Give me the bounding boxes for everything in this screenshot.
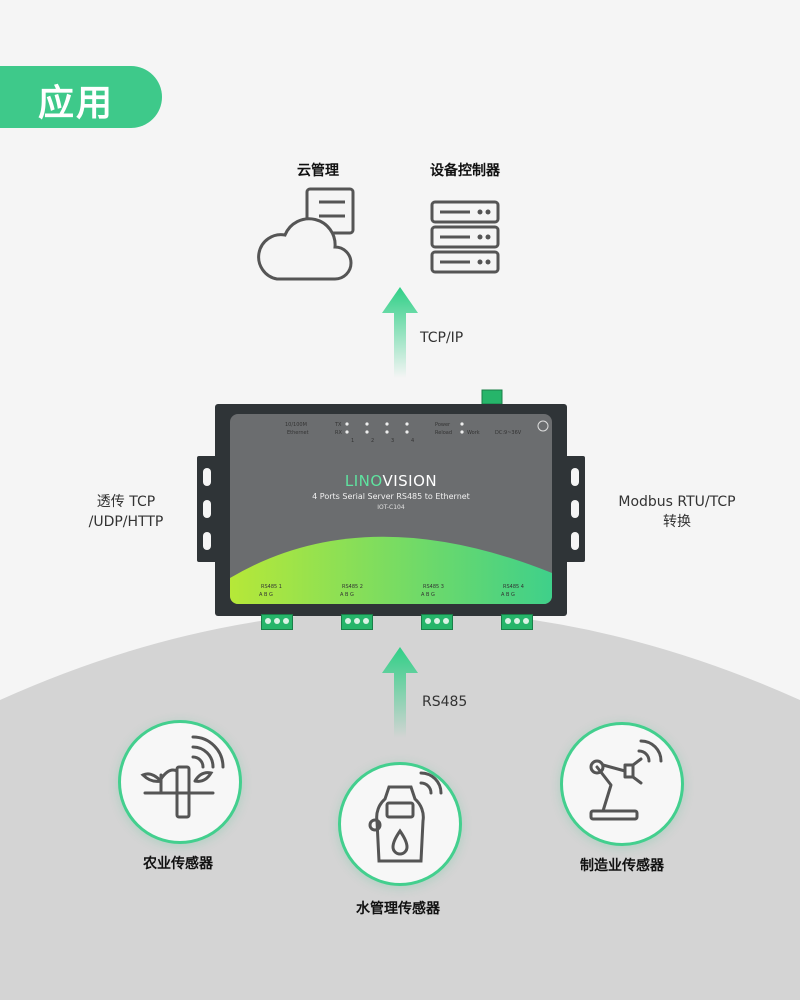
port-3-pins: A B G bbox=[421, 592, 435, 598]
rs485-arrow-icon bbox=[382, 647, 418, 738]
led-4-label: 4 bbox=[411, 438, 415, 444]
rx-label: RX bbox=[335, 430, 342, 436]
work-label: Work bbox=[467, 430, 480, 436]
tcp-ip-label: TCP/IP bbox=[420, 330, 464, 346]
rs485-port-3[interactable] bbox=[421, 614, 453, 630]
port-4-pins: A B G bbox=[501, 592, 515, 598]
water-sensor-circle bbox=[338, 762, 462, 886]
led-1-label: 1 bbox=[351, 438, 355, 444]
water-meter-icon bbox=[368, 771, 443, 863]
port-1-label: RS485 1 bbox=[261, 584, 282, 590]
device-controller-label: 设备控制器 bbox=[430, 163, 500, 179]
port-2-label: RS485 2 bbox=[342, 584, 363, 590]
device-brand: LINOVISION bbox=[344, 472, 438, 490]
manufacturing-sensor-label: 制造业传感器 bbox=[580, 858, 664, 874]
transparent-transfer-label: 透传 TCP /UDP/HTTP bbox=[88, 494, 164, 530]
cloud-management-label: 云管理 bbox=[297, 163, 339, 179]
device-subtitle: 4 Ports Serial Server RS485 to Ethernet bbox=[312, 492, 470, 501]
port-4-label: RS485 4 bbox=[503, 584, 524, 590]
reload-label: Reload bbox=[435, 430, 453, 436]
section-badge: 应用 bbox=[0, 66, 162, 128]
device-model: IOT-C104 bbox=[377, 504, 405, 511]
led-2-label: 2 bbox=[371, 438, 375, 444]
agriculture-sensor-circle bbox=[118, 720, 242, 844]
serial-server-device: 10/100M Ethernet TX RX 1 2 3 4 Power Rel… bbox=[195, 388, 587, 633]
cloud-server-icon bbox=[257, 187, 355, 281]
port-3-label: RS485 3 bbox=[423, 584, 444, 590]
rs485-port-1[interactable] bbox=[261, 614, 293, 630]
manufacturing-sensor-circle bbox=[560, 722, 684, 846]
robot-arm-icon bbox=[589, 739, 663, 821]
rs485-port-2[interactable] bbox=[341, 614, 373, 630]
led-3-label: 3 bbox=[391, 438, 395, 444]
section-title: 应用 bbox=[38, 83, 115, 124]
water-sensor-label: 水管理传感器 bbox=[356, 901, 440, 917]
tx-label: TX bbox=[335, 422, 342, 428]
dc-input-label: DC:9~36V bbox=[495, 430, 522, 436]
eth-speed-label: 10/100M bbox=[285, 422, 307, 428]
plant-sensor-icon bbox=[140, 735, 225, 819]
port-2-pins: A B G bbox=[340, 592, 354, 598]
ethernet-label: Ethernet bbox=[287, 430, 309, 436]
server-rack-icon bbox=[430, 200, 500, 274]
port-1-pins: A B G bbox=[259, 592, 273, 598]
power-label: Power bbox=[435, 422, 451, 428]
up-arrow-icon bbox=[382, 287, 418, 378]
agriculture-sensor-label: 农业传感器 bbox=[143, 856, 213, 872]
modbus-conversion-label: Modbus RTU/TCP 转换 bbox=[618, 494, 736, 530]
rs485-port-4[interactable] bbox=[501, 614, 533, 630]
rs485-label: RS485 bbox=[422, 694, 468, 710]
